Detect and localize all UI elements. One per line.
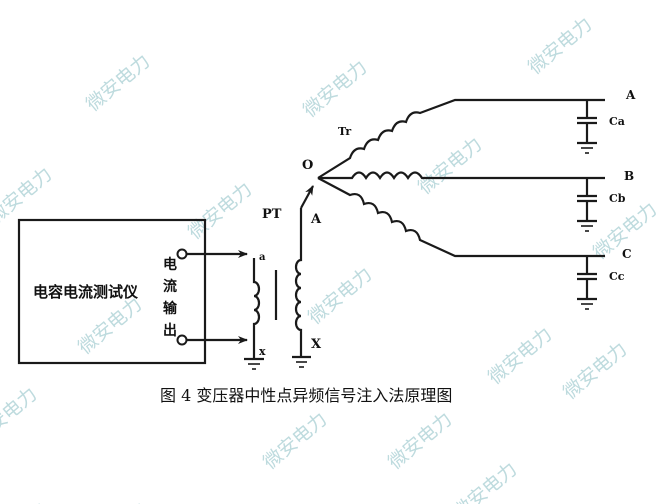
pt-label: PT <box>262 207 282 222</box>
watermarks: 微安电力 微安电力 微安电力 微安电力 微安电力 微安电力 微安电力 微安电力 … <box>0 13 661 504</box>
watermark: 微安电力 <box>524 13 596 79</box>
capacitor-ca-label: Ca <box>609 115 625 128</box>
capacitor-cc-label: Cc <box>609 270 625 283</box>
phase-b-label: B <box>624 169 634 183</box>
output-terminal-top <box>176 248 188 260</box>
output-label-char: 电 <box>163 256 177 273</box>
pt-primary-coil <box>294 250 303 356</box>
watermark: 微安电力 <box>259 408 331 474</box>
capacitor-cb-label: Cb <box>609 192 626 205</box>
phase-a-capacitor: A Ca <box>577 88 636 154</box>
ground-icon <box>577 141 597 154</box>
watermark: 微安电力 <box>299 56 371 122</box>
ground-icon <box>244 357 264 370</box>
watermark: 微安电力 <box>449 458 521 504</box>
current-output-label: 电 流 输 出 <box>163 256 178 339</box>
watermark: 微安电力 <box>0 498 51 504</box>
transformer-label: Tr <box>338 125 351 138</box>
injection-arrow <box>300 185 314 209</box>
watermark: 微安电力 <box>384 408 456 474</box>
figure-caption: 图 4 变压器中性点异频信号注入法原理图 <box>160 386 452 405</box>
ground-icon <box>577 219 597 232</box>
phase-c-capacitor: C Cc <box>577 247 632 310</box>
terminal-x-label: x <box>259 345 266 358</box>
tester-box <box>17 218 207 365</box>
output-terminal-bottom <box>176 334 188 346</box>
output-label-char: 输 <box>163 300 178 317</box>
pt-secondary-winding: a x <box>244 252 266 370</box>
watermark: 微安电力 <box>484 323 556 389</box>
phase-c-label: C <box>622 247 632 261</box>
tester-title: 电容电流测试仪 <box>33 283 139 301</box>
neutral-point-label: O <box>302 158 313 173</box>
phase-b-capacitor: B Cb <box>577 169 634 232</box>
terminal-A-label: A <box>310 212 322 227</box>
watermark: 微安电力 <box>414 133 486 199</box>
winding-b <box>318 171 605 181</box>
watermark: 微安电力 <box>559 338 631 404</box>
winding-c <box>317 177 605 258</box>
pt-primary-winding: A X <box>292 185 322 368</box>
ground-icon <box>292 355 311 368</box>
terminal-a-label: a <box>259 252 266 263</box>
terminal-X-label: X <box>311 337 322 352</box>
ground-icon <box>577 297 597 310</box>
pt-secondary-coil <box>252 258 261 358</box>
watermark: 微安电力 <box>304 263 376 329</box>
capacitance-current-tester: 电容电流测试仪 电 流 输 出 <box>17 218 248 365</box>
watermark: 微安电力 <box>82 50 154 116</box>
transformer-tr: O Tr <box>302 98 605 258</box>
output-label-char: 出 <box>163 322 177 339</box>
watermark: 微安电力 <box>74 293 146 359</box>
output-label-char: 流 <box>163 278 177 295</box>
winding-a <box>317 98 605 179</box>
watermark: 微安电力 <box>184 178 256 244</box>
watermark: 微安电力 <box>79 498 151 504</box>
phase-a-label: A <box>625 88 636 102</box>
watermark: 微安电力 <box>0 383 41 449</box>
